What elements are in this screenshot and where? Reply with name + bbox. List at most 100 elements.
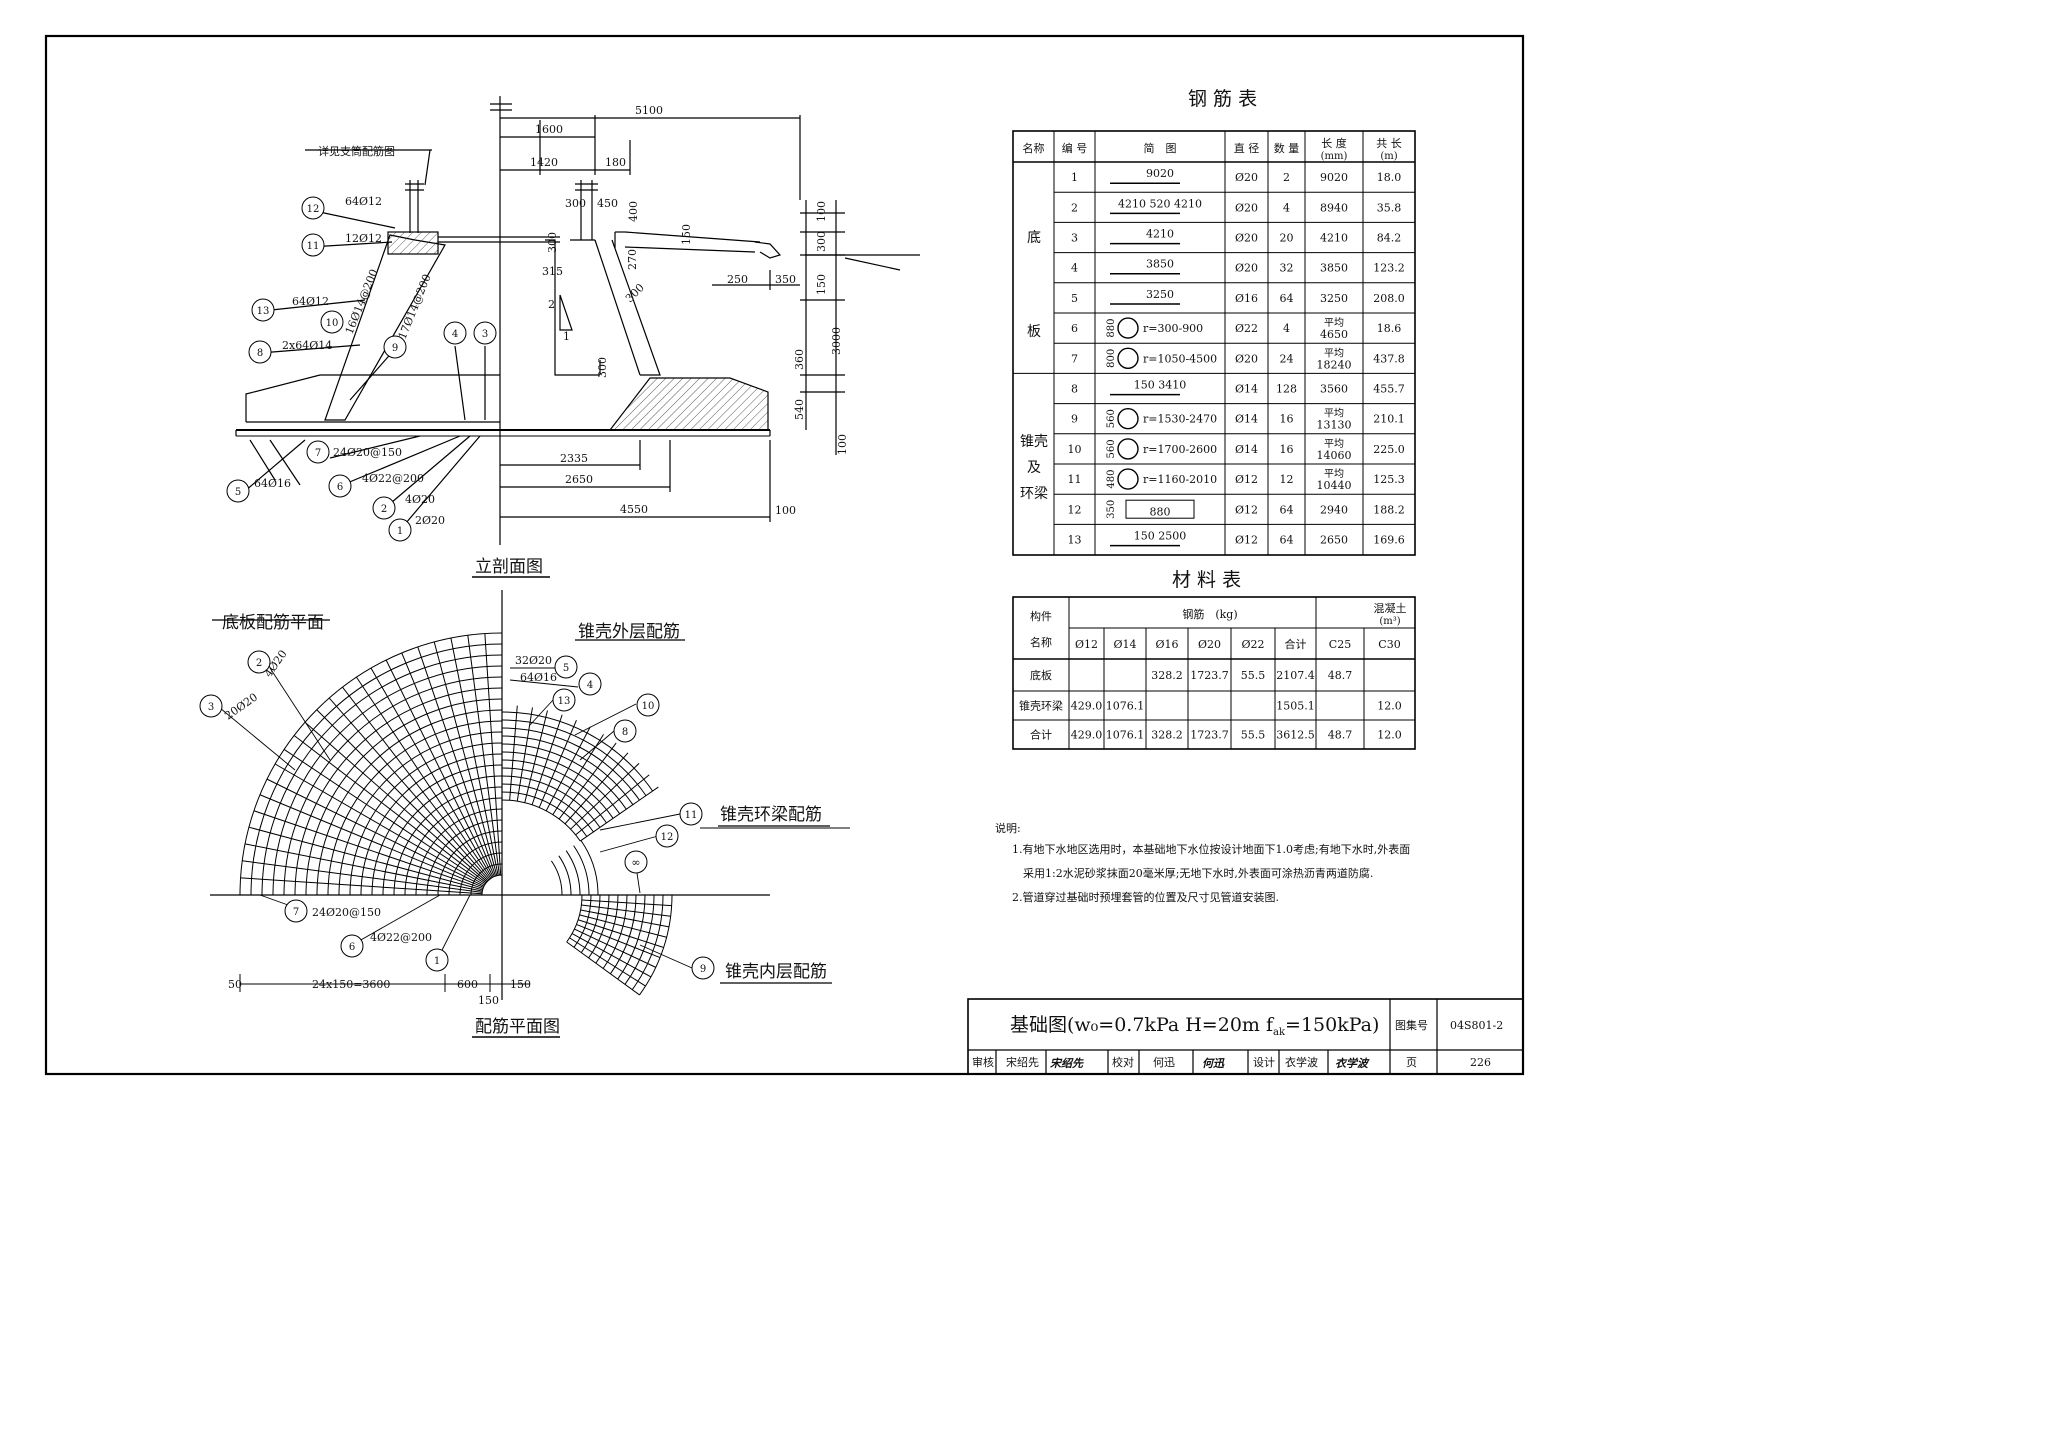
elevation-section — [235, 96, 920, 545]
rebar-qty: 20 — [1280, 232, 1294, 245]
base-radial-bar — [342, 686, 491, 880]
rebar-total: 208.0 — [1373, 292, 1405, 305]
rebar-no: 12 — [1068, 503, 1082, 516]
rebar-total: 169.6 — [1373, 534, 1405, 547]
rebar-dia: Ø20 — [1235, 262, 1258, 275]
svg-text:衣学波: 衣学波 — [1285, 1055, 1318, 1069]
svg-text:300: 300 — [546, 232, 559, 253]
rebar-len: 8940 — [1320, 201, 1348, 214]
inner-radial-bar — [574, 928, 657, 968]
svg-text:300: 300 — [623, 281, 647, 305]
svg-text:64Ø16: 64Ø16 — [520, 671, 557, 684]
base-radial-bar — [274, 763, 485, 886]
rebar-shape-label: 4210 520 4210 — [1118, 197, 1202, 210]
base-radial-bar — [356, 676, 492, 879]
svg-text:300: 300 — [815, 231, 828, 252]
rebar-header-cell: 长 度 — [1321, 136, 1347, 150]
svg-text:页: 页 — [1406, 1056, 1417, 1069]
drawing-title: 基础图(w₀=0.7kPa H=20m fak=150kPa) — [1010, 1014, 1379, 1038]
atlas-label: 图集号 — [1395, 1018, 1428, 1032]
svg-text:12: 12 — [307, 204, 320, 215]
svg-text:250: 250 — [727, 273, 748, 286]
svg-text:450: 450 — [597, 197, 618, 210]
plan-callouts — [199, 650, 715, 980]
rebar-table-title: 钢 筋 表 — [1188, 88, 1257, 110]
inner-radial-bar — [579, 914, 667, 938]
outer-radial-bar — [552, 734, 604, 815]
rebar-no: 10 — [1068, 443, 1082, 456]
rebar-no: 7 — [1071, 352, 1078, 365]
rebar-qty: 32 — [1280, 262, 1294, 275]
bar-1-label: 2Ø20 — [415, 514, 445, 527]
material-table — [1012, 596, 1416, 750]
base-radial-bar — [240, 877, 483, 895]
material-cell: 3612.5 — [1276, 729, 1315, 742]
svg-text:3000: 3000 — [830, 327, 843, 355]
rebar-table-header: 名称编 号简 图直 径数 量长 度共 长(mm)(m) — [1023, 136, 1402, 162]
outer-radial-bar — [538, 720, 577, 808]
svg-text:600: 600 — [457, 978, 478, 991]
svg-text:270: 270 — [626, 249, 639, 270]
designer-signature: 衣学波 — [1335, 1057, 1370, 1070]
elevation-callouts — [226, 196, 497, 542]
inner-ring-bar — [566, 894, 583, 943]
rebar-dia: Ø16 — [1235, 292, 1258, 305]
inner-radial-bar — [576, 923, 661, 959]
detail-reference-note: 详见支筒配筋图 — [318, 144, 395, 158]
rebar-dia: Ø20 — [1235, 232, 1258, 245]
ring-beam-bar — [550, 860, 563, 896]
ring-beam-bar — [558, 855, 572, 896]
rebar-shape-label: r=1050-4500 — [1143, 352, 1217, 365]
notes-title: 说明: — [995, 821, 1021, 835]
svg-text:3: 3 — [208, 702, 214, 713]
svg-text:9: 9 — [392, 343, 398, 354]
rebar-header-cell: 编 号 — [1062, 141, 1088, 155]
ring-beam-bar — [565, 850, 581, 896]
note-1-line-1: 1.有地下水地区选用时，本基础地下水位按设计地面下1.0考虑;有地下水时,外表面 — [1012, 842, 1410, 856]
outer-radial-bar — [564, 752, 629, 825]
rebar-no: 3 — [1071, 232, 1078, 245]
plan-drawing — [210, 590, 850, 1000]
svg-text:4550: 4550 — [620, 503, 648, 516]
material-col-header: C25 — [1329, 638, 1351, 651]
rebar-total: 188.2 — [1373, 503, 1405, 516]
svg-text:2: 2 — [381, 504, 387, 515]
material-header: (m³) — [1379, 616, 1400, 627]
atlas-number: 04S801-2 — [1450, 1019, 1503, 1032]
rebar-len: 4210 — [1320, 232, 1348, 245]
outer-radial-bar — [570, 763, 640, 830]
rebar-shape-stirrup — [1125, 499, 1195, 519]
rebar-shape-label: 3250 — [1146, 288, 1174, 301]
svg-text:13: 13 — [558, 696, 571, 707]
inner-layer-label: 锥壳内层配筋 — [725, 962, 827, 982]
base-radial-bar — [450, 637, 499, 876]
base-radial-bar — [316, 709, 489, 882]
rebar-total: 18.0 — [1377, 171, 1402, 184]
svg-text:24Ø20@150: 24Ø20@150 — [312, 906, 381, 919]
rebar-no: 4 — [1071, 262, 1078, 275]
outer-radial-bar — [579, 786, 659, 842]
svg-text:环梁: 环梁 — [1020, 486, 1048, 502]
rebar-len: 13130 — [1317, 419, 1352, 432]
material-cell: 12.0 — [1377, 700, 1402, 713]
rebar-len-note: 平均 — [1324, 438, 1344, 450]
rebar-len: 10440 — [1317, 479, 1352, 492]
bar-9-label: 17Ø14@200 — [396, 272, 434, 341]
rebar-len: 14060 — [1317, 449, 1352, 462]
title-block-signatures: 审核 宋绍先 宋绍先 校对 何迅 何迅 设计 衣学波 衣学波 页 226 — [972, 1055, 1491, 1070]
ring-beam-label: 锥壳环梁配筋 — [720, 805, 822, 825]
infinity-callout: ∞ — [631, 856, 640, 869]
rebar-len: 9020 — [1320, 171, 1348, 184]
rebar-qty: 64 — [1280, 534, 1294, 547]
outer-radial-bar — [575, 774, 650, 836]
material-cell: 429.0 — [1071, 700, 1103, 713]
rebar-shape-label: 150 2500 — [1134, 530, 1187, 543]
svg-text:及: 及 — [1027, 460, 1041, 476]
rebar-dia: Ø14 — [1235, 413, 1258, 426]
material-cell: 55.5 — [1241, 669, 1266, 682]
